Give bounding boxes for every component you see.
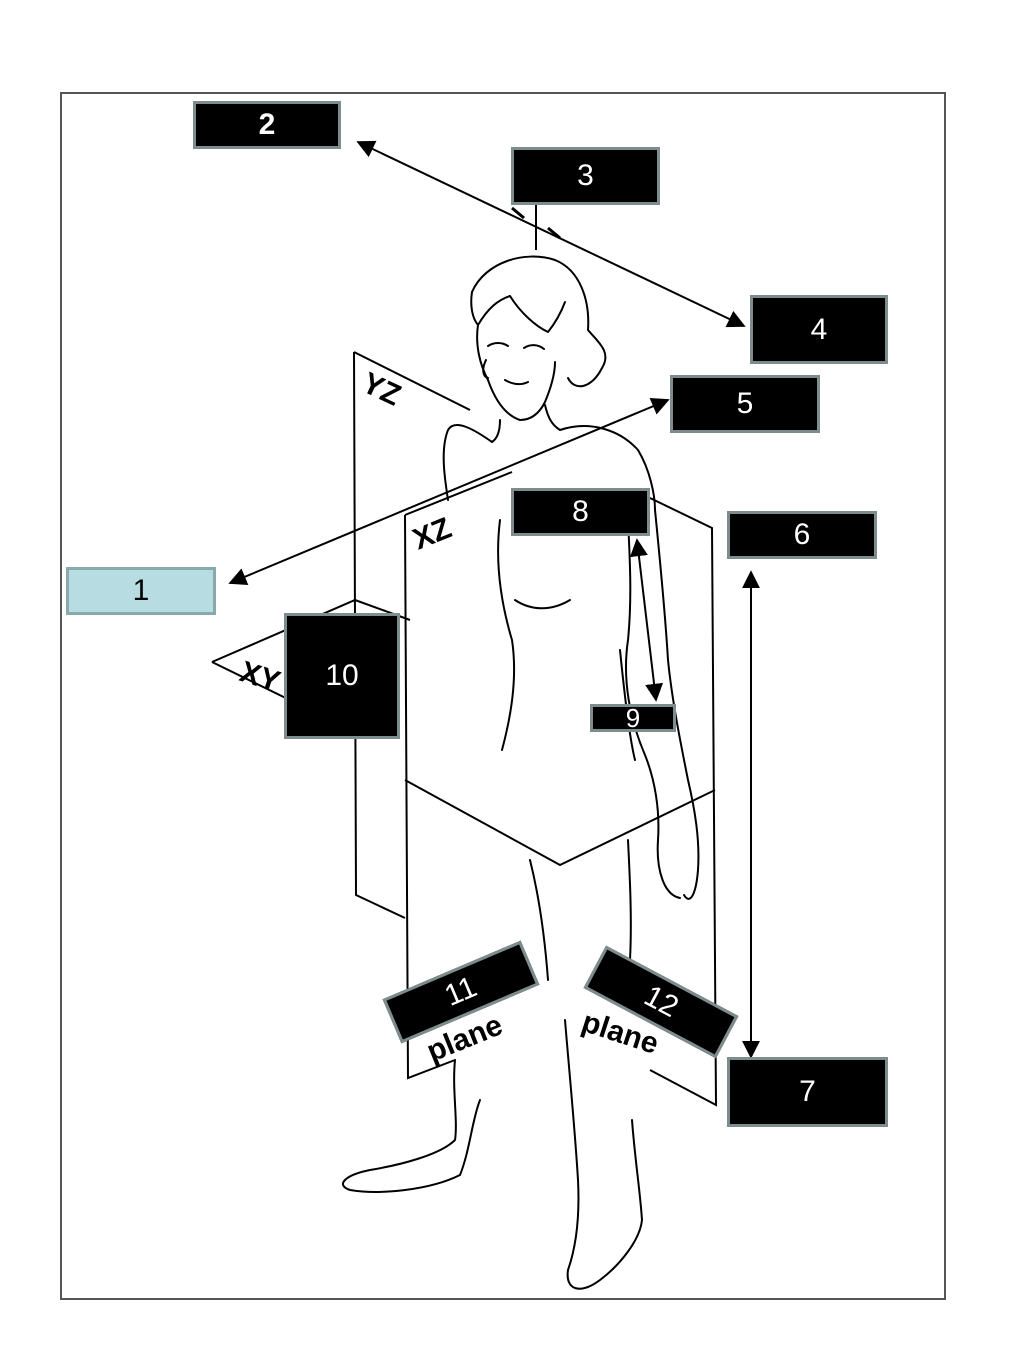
label-10[interactable]: 10 (284, 613, 400, 739)
diagram-frame (60, 92, 946, 1300)
superior-inferior-axis-arrow (356, 140, 746, 328)
label-8[interactable]: 8 (511, 488, 650, 536)
label-1[interactable]: 1 (66, 567, 216, 615)
proximal-distal-arrow (629, 538, 664, 702)
label-3[interactable]: 3 (511, 147, 660, 205)
label-4[interactable]: 4 (750, 295, 888, 364)
label-2[interactable]: 2 (193, 101, 341, 149)
medial-lateral-axis-arrow (228, 397, 670, 586)
arrows (228, 140, 760, 1059)
label-7[interactable]: 7 (727, 1057, 888, 1127)
label-9[interactable]: 9 (590, 703, 676, 733)
label-6[interactable]: 6 (727, 511, 877, 559)
label-5[interactable]: 5 (670, 375, 820, 433)
xz-plane-text: XZ (408, 512, 456, 557)
human-figure (342, 255, 700, 1290)
xy-plane-text: XY (236, 655, 284, 699)
